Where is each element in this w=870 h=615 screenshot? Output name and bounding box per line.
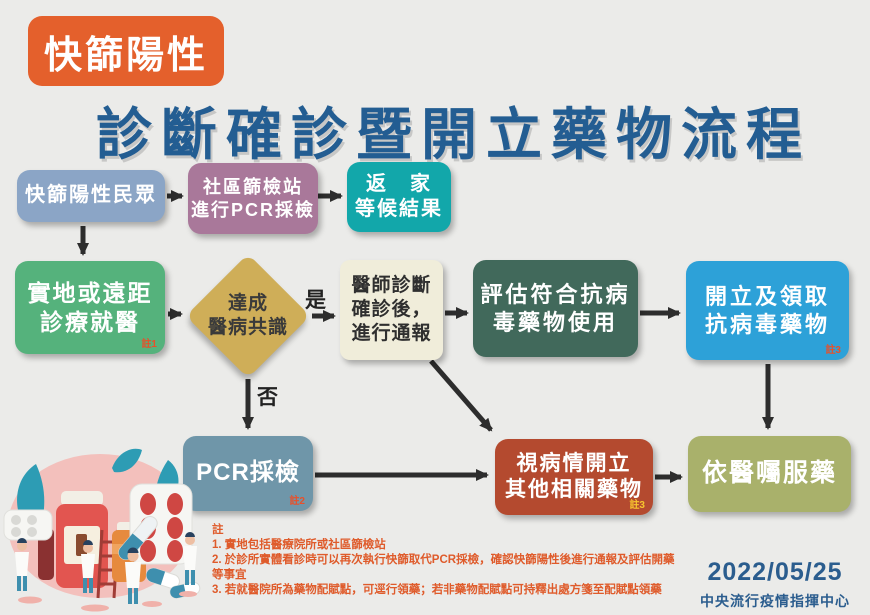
node-label: 達成: [227, 293, 268, 315]
page-title: 診斷確診暨開立藥物流程: [96, 103, 811, 166]
medical-illustration: [3, 448, 201, 612]
node-label: 實地或遠距: [27, 279, 153, 306]
node-evaluate-antiviral: 評估符合抗病 毒藥物使用: [473, 260, 638, 357]
arrow-diagnosis-to-othermeds: [429, 359, 493, 432]
node-prescribe-antiviral: 開立及領取 抗病毒藥物 註3: [686, 261, 849, 360]
diamond-text: 達成 醫病共識: [184, 272, 312, 360]
doctor-figure: [15, 538, 29, 591]
node-label: 開立及領取: [704, 283, 830, 309]
node-label: 返 家: [366, 172, 432, 195]
note-ref-3: 註3: [629, 500, 645, 511]
title-badge-text: 快篩陽性: [44, 34, 209, 77]
note-ref-1: 註1: [141, 339, 157, 350]
node-label: 視病情開立: [516, 451, 632, 475]
footer-date: 2022/05/25: [707, 558, 843, 586]
footer: 2022/05/25 中央流行疫情指揮中心: [692, 558, 858, 611]
node-label: 社區篩檢站: [203, 176, 303, 197]
doctor-figure: [81, 540, 95, 593]
small-blister-graphic: [3, 509, 53, 541]
node-doctor-diagnosis: 醫師診斷 確診後， 進行通報: [340, 260, 443, 360]
footnote-item: 2. 於診所實體看診時可以再次執行快篩取代PCR採檢，確認快篩陽性後進行通報及評…: [212, 554, 675, 581]
branch-label-no: 否: [257, 386, 278, 409]
node-consensus-decision: 達成 醫病共識: [185, 253, 311, 379]
note-ref-3: 註3: [825, 345, 841, 356]
node-label: 評估符合抗病: [480, 281, 631, 307]
node-label: 依醫囑服藥: [701, 459, 837, 488]
title-badge: 快篩陽性: [28, 16, 225, 86]
node-label: 毒藥物使用: [492, 309, 618, 335]
node-label: 醫師診斷: [351, 275, 432, 297]
branch-label-yes: 是: [305, 289, 326, 312]
node-label: 診療就醫: [40, 308, 140, 335]
doctor-figure: [183, 532, 197, 585]
node-pcr-test: PCR採檢 註2: [183, 436, 313, 511]
node-follow-prescription: 依醫囑服藥: [688, 436, 851, 512]
footnote-item: 1. 實地包括醫療院所或社區篩檢站: [212, 539, 386, 551]
node-label: 其他相關藥物: [505, 478, 643, 501]
footer-organization: 中央流行疫情指揮中心: [700, 593, 850, 609]
node-label: 進行通報: [351, 322, 432, 344]
node-label: PCR採檢: [196, 459, 300, 487]
ground-shadows-graphic: [18, 591, 197, 612]
node-label: 等候結果: [355, 198, 443, 220]
node-label: 確診後，: [351, 299, 432, 321]
node-label: 快篩陽性民眾: [25, 184, 157, 207]
node-label: 醫病共識: [207, 317, 288, 338]
footnotes-heading: 註: [212, 524, 224, 536]
node-label: 抗病毒藥物: [704, 311, 830, 337]
footnotes: 註 1. 實地包括醫療院所或社區篩檢站 2. 於診所實體看診時可以再次執行快篩取…: [212, 523, 682, 598]
node-community-station: 社區篩檢站 進行PCR採檢: [188, 163, 318, 234]
doctor-figure-with-capsule: [118, 515, 158, 604]
pill-jar-graphic: [56, 491, 108, 588]
blister-pack-graphic: [129, 483, 193, 565]
footnote-item: 3. 若就醫院所為藥物配賦點，可逕行領藥；若非藥物配賦點可持釋出處方箋至配賦點領…: [212, 584, 662, 596]
note-ref-2: 註2: [289, 496, 305, 507]
node-return-home: 返 家 等候結果: [347, 162, 451, 232]
node-label: 進行PCR採檢: [190, 199, 315, 220]
node-in-person-telemedicine: 實地或遠距 診療就醫 註1: [15, 261, 165, 354]
node-other-medications: 視病情開立 其他相關藥物 註3: [495, 439, 653, 515]
node-rapid-positive-public: 快篩陽性民眾: [17, 170, 165, 222]
